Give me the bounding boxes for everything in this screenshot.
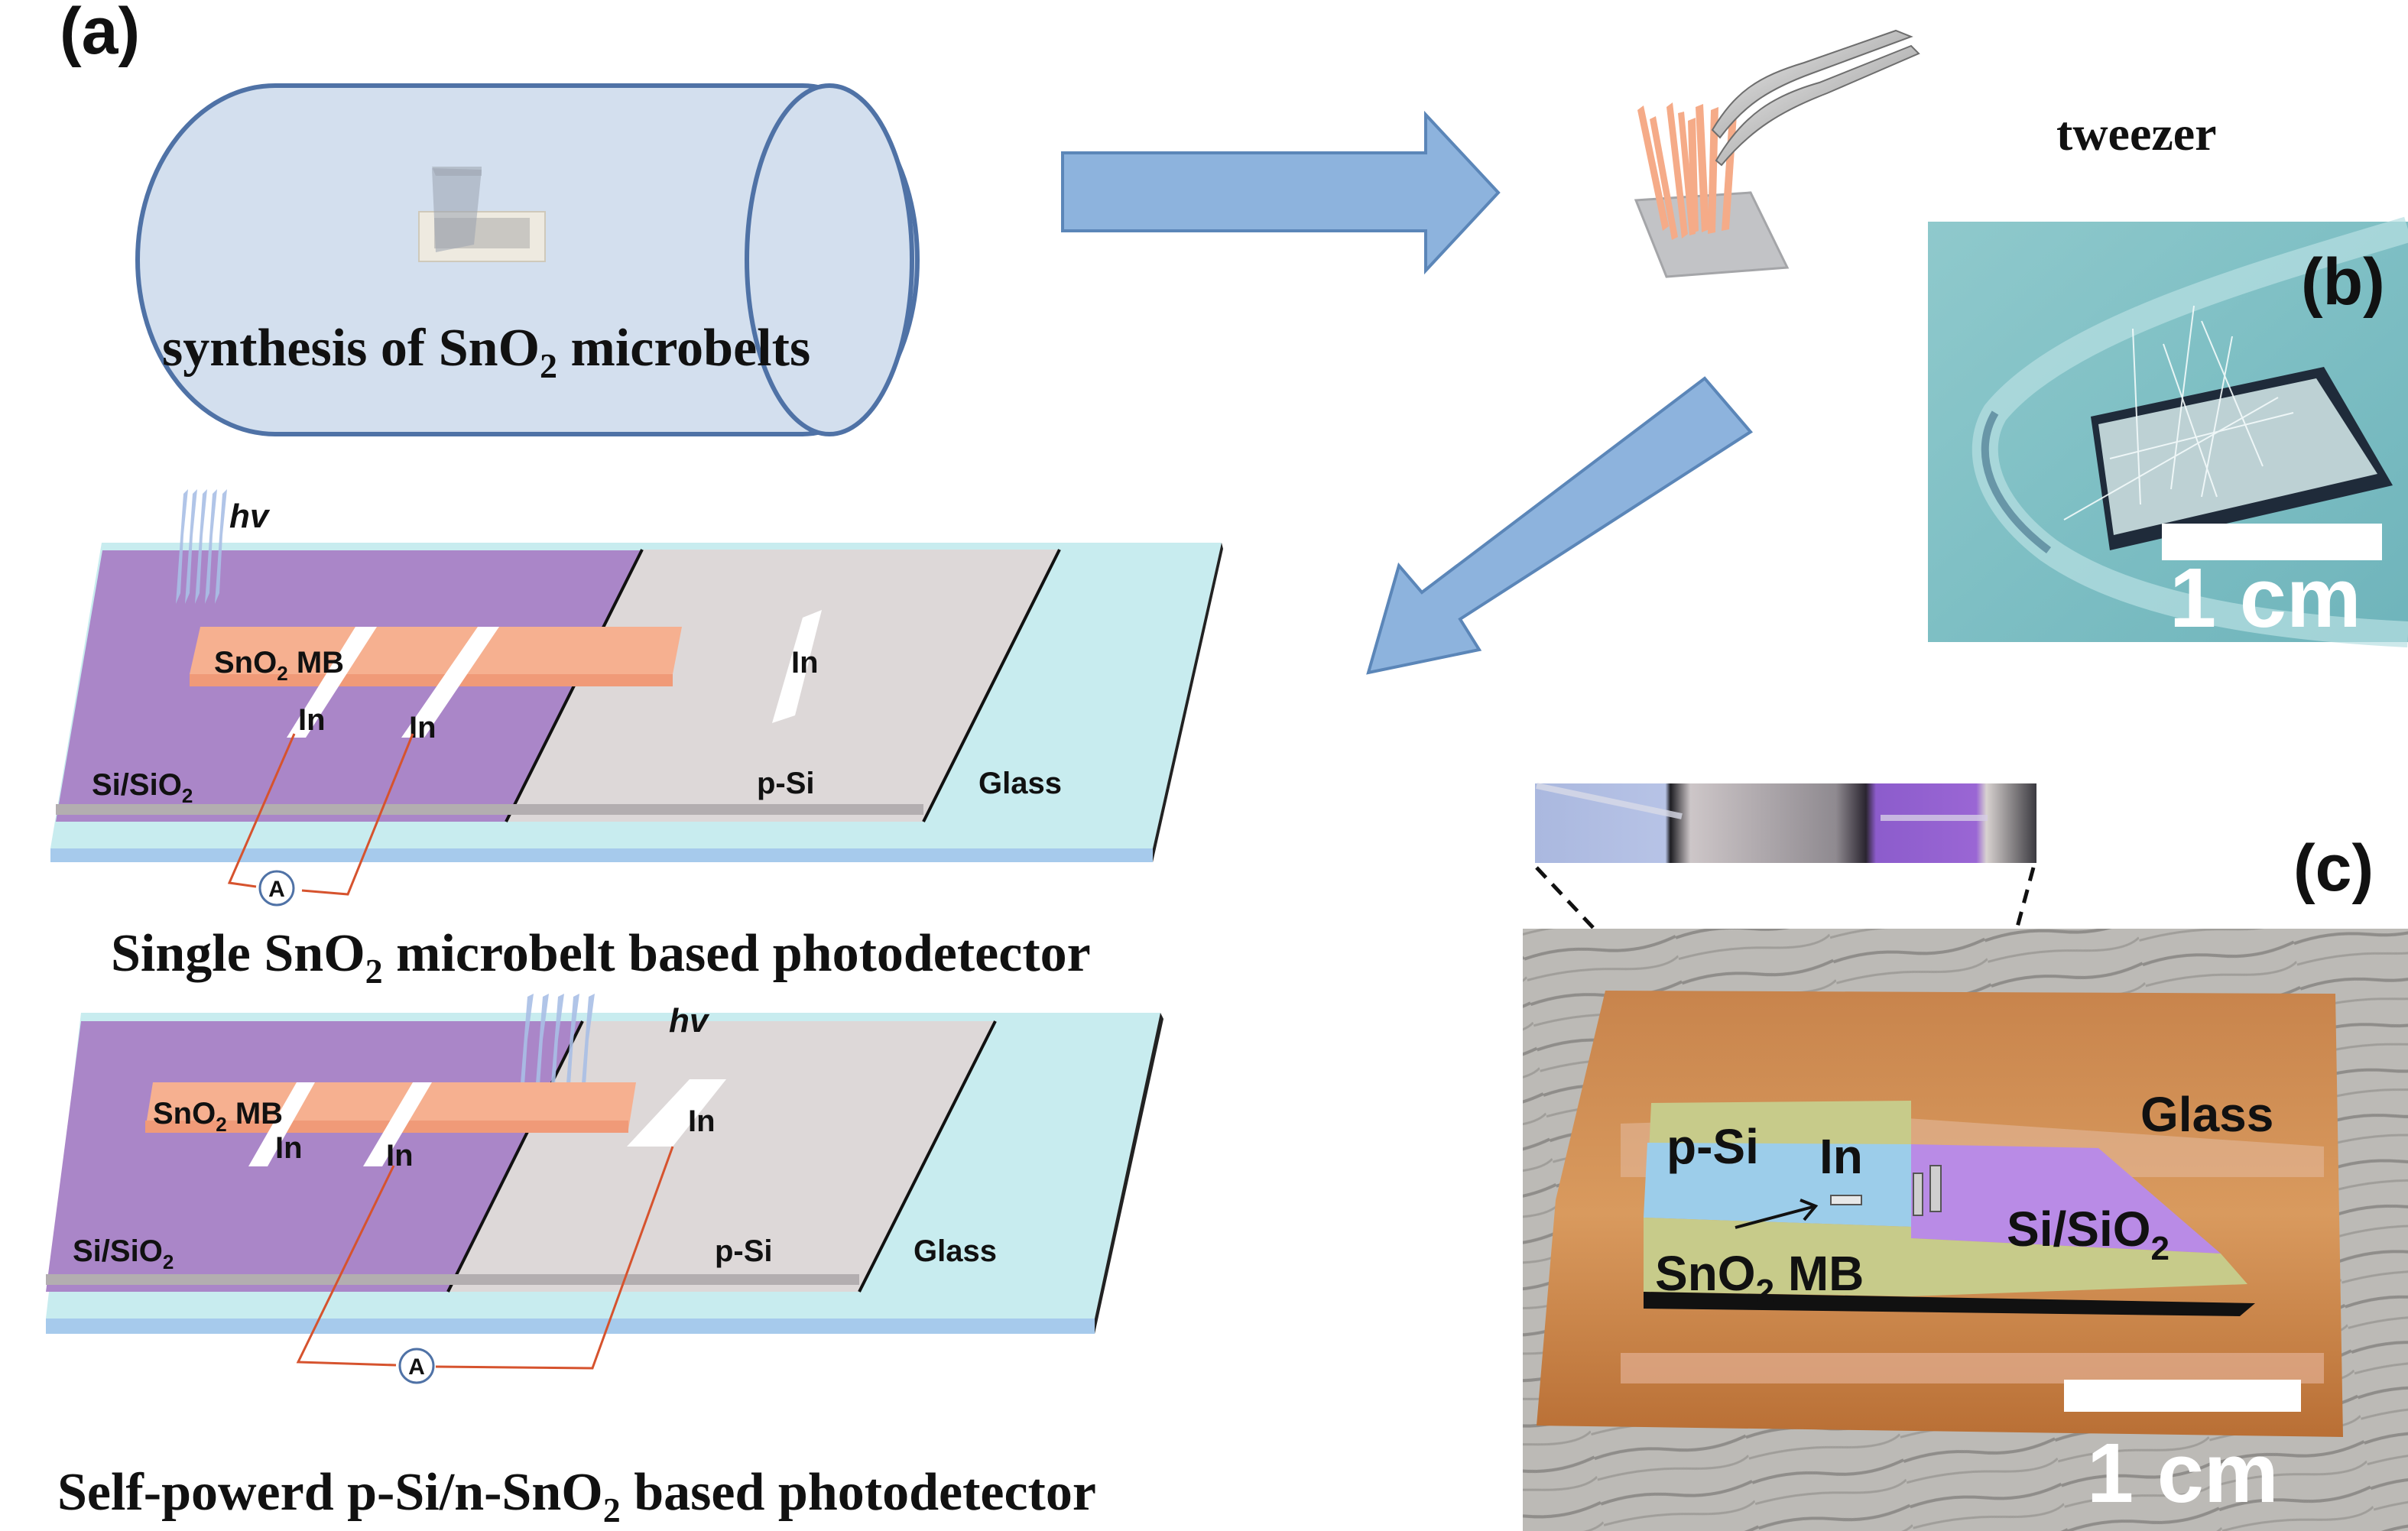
microbelt-transfer-illustration: tweezer (1634, 29, 2217, 278)
in-electrode-2 (401, 627, 499, 738)
device2-caption: Self-powerd p-Si/n-SnO2 based photodetec… (57, 1463, 1096, 1529)
glass-label: Glass (978, 767, 1062, 800)
psi-label: p-Si (757, 767, 815, 800)
hv-label: hv (229, 498, 271, 535)
electrode-label-3: In (688, 1104, 716, 1138)
scale-bar-c-label: 1 cm (2087, 1426, 2279, 1520)
device1-caption: Single SnO2 microbelt based photodetecto… (111, 924, 1091, 991)
device-single-microbelt: hv SnO2 MB In In In Si/SiO2 p-Si Glass A (50, 489, 1223, 907)
psi-region (506, 550, 1060, 822)
scale-bar-c (2064, 1380, 2301, 1412)
sio2-chip (1911, 1144, 2221, 1254)
photo-c-device: p-Si In Glass Si/SiO2 SnO2 MB 1 cm (1523, 929, 2408, 1531)
ammeter-circuit (227, 733, 414, 896)
ammeter-label: A (408, 1354, 425, 1380)
psi-label: p-Si (715, 1234, 773, 1268)
scale-bar-b-label: 1 cm (2169, 551, 2361, 645)
substrate-label: Si/SiO2 (92, 768, 193, 807)
panel-c-label: (c) (2293, 832, 2374, 905)
electrode-label-2: In (409, 711, 436, 744)
photo-substrate-label: Si/SiO2 (2007, 1202, 2169, 1267)
electrode-label-3: In (791, 646, 819, 680)
ceramic-boat (418, 167, 546, 262)
photo-in-label: In (1819, 1129, 1863, 1184)
light-rays-icon (520, 994, 595, 1093)
ammeter-icon (398, 1348, 435, 1384)
substrate-label: Si/SiO2 (73, 1234, 174, 1273)
psi-chip (1644, 1143, 1911, 1227)
ammeter-circuit (296, 1146, 674, 1370)
in-electrode-1 (287, 627, 377, 738)
ammeter-label: A (268, 877, 285, 902)
electrode-label-1: In (275, 1131, 303, 1165)
ammeter-icon (258, 870, 295, 907)
photo-glass-label: Glass (2140, 1087, 2273, 1142)
glass-label: Glass (914, 1234, 997, 1268)
panel-b-label: (b) (2301, 245, 2385, 319)
hv-label: hv (669, 1002, 710, 1040)
photo-psi-label: p-Si (1666, 1119, 1759, 1174)
microbelt-label: SnO2 MB (214, 646, 344, 685)
process-arrow-right (1061, 110, 1501, 275)
electrode-label-2: In (386, 1139, 414, 1173)
in-electrode-2 (363, 1082, 432, 1166)
in-contact (1830, 1195, 1862, 1205)
sno2-microbelt (190, 627, 682, 674)
process-arrow-diagonal (1366, 376, 1754, 675)
in-electrode-1 (248, 1082, 315, 1166)
light-rays-icon (176, 489, 227, 604)
panel-a-label: (a) (60, 0, 140, 68)
scale-bar-b (2162, 524, 2382, 560)
tweezer-icon (1711, 29, 1920, 167)
synthesis-caption: synthesis of SnO2 microbelts (162, 319, 810, 385)
in-electrode-3 (772, 610, 822, 723)
pointer-arrow-icon (1735, 1205, 1816, 1229)
microbelt-label: SnO2 MB (153, 1097, 283, 1136)
microscope-inset (1535, 783, 2036, 863)
photo-b-microbelts-on-substrate: (b) 1 cm (1928, 216, 2408, 647)
in-electrode-3 (627, 1079, 726, 1147)
sno2-microbelt (145, 1082, 636, 1130)
electrode-label-1: In (298, 703, 326, 737)
device-self-powered: hv SnO2 MB In In In Si/SiO2 p-Si Glass A (46, 994, 1163, 1384)
photo-microbelt-label: SnO2 MB (1655, 1246, 1864, 1310)
furnace-tube-illustration (135, 83, 920, 436)
microbelts (1637, 102, 1737, 240)
tweezer-label: tweezer (2056, 106, 2217, 161)
